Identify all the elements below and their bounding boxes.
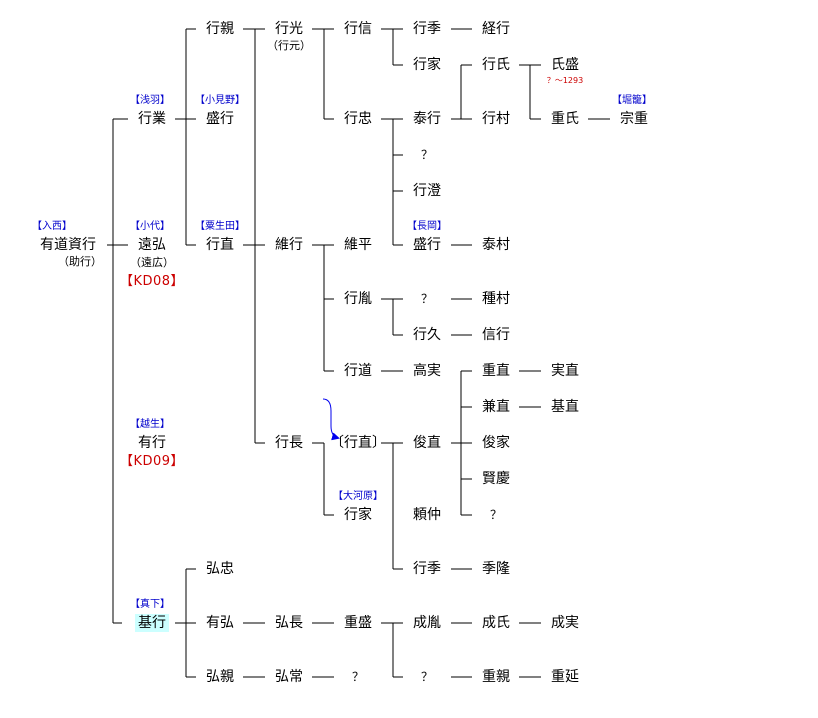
person-hirochika: 弘親 [206,669,234,685]
person-ariyuki: 有行 [138,435,166,451]
person-yukiie-2: 行家 [413,57,441,73]
person-motoyuki-highlighted: 基行 [135,614,169,632]
person-yukisue: 行季 [413,21,441,37]
person-narizane: 成実 [551,615,579,631]
clan-tag-horigome: 【堀籠】 [612,95,652,106]
person-naritoki: 成胤 [413,615,441,631]
person-yukinao: 行直 [206,237,234,253]
clan-tag-nagaoka: 【長岡】 [407,221,447,232]
person-moriyuki-2: 盛行 [413,237,441,253]
person-shigeuji: 重氏 [551,111,579,127]
person-unknown-toshinao-child: ？ [489,508,503,522]
person-tohiro: 遠弘 [138,237,166,253]
person-nobuyuki: 信行 [482,327,510,343]
person-toshiie: 俊家 [482,435,510,451]
person-takazane: 高実 [413,363,441,379]
clan-tag-ogawara: 【大河原】 [333,491,383,502]
person-kanenao: 兼直 [482,399,510,415]
person-tsuneyuki: 経行 [482,21,510,37]
person-sukeyuki-alt-name: （助行） [58,255,102,268]
person-yukinobu: 行信 [344,21,372,37]
person-shigemori: 重盛 [344,615,372,631]
person-kenkei: 賢慶 [482,471,510,487]
person-yukihisa: 行久 [413,327,441,343]
person-yukimitsu: 行光 [275,21,303,37]
clan-tag-iruma-nishi: 【入西】 [32,221,72,232]
person-tanemura: 種村 [482,291,510,307]
person-yukisue-2: 行季 [413,561,441,577]
person-ujimori: 氏盛 [551,57,579,73]
person-koreyuki: 維行 [275,237,303,253]
person-hirotada: 弘忠 [206,561,234,577]
person-yukinaga: 行長 [275,435,303,451]
person-hironaga: 弘長 [275,615,303,631]
person-yukinari: 行業 [138,111,166,127]
person-yukiie: 行家 [344,507,372,523]
person-sanenao: 実直 [551,363,579,379]
person-arihiro: 有弘 [206,615,234,631]
person-unknown-yukitada-child: ？ [420,148,434,162]
person-shigenao: 重直 [482,363,510,379]
person-unknown-yukitoki-child: ？ [420,292,434,306]
person-yukizumi: 行澄 [413,183,441,199]
person-suetaka: 季隆 [482,561,510,577]
person-shigenobu: 重延 [551,669,579,685]
person-yukimitsu-alt-name: （行元） [267,39,311,52]
person-moriyuki: 盛行 [206,111,234,127]
person-shigechika: 重親 [482,669,510,685]
person-korehira: 維平 [344,237,372,253]
person-yukiuji: 行氏 [482,57,510,73]
person-toshinao: 俊直 [413,435,441,451]
person-yukitada: 行忠 [344,111,372,127]
person-unknown-shigemori-child: ？ [420,670,434,684]
clan-tag-omino: 【小見野】 [195,95,245,106]
person-yasumura: 泰村 [482,237,510,253]
person-yasuyuki: 泰行 [413,111,441,127]
person-yorinaka: 頼仲 [413,507,441,523]
person-yukichika: 行親 [206,21,234,37]
adoption-arrow [322,398,340,441]
person-unknown-hirotsune-child: ？ [351,670,365,684]
person-tohiro-alt-name: （遠広） [130,256,174,269]
clan-tag-aoda: 【粟生田】 [195,221,245,232]
person-muneshige: 宗重 [620,111,648,127]
kd-reference-08: 【KD08】 [119,274,185,289]
clan-tag-mashimo: 【真下】 [130,599,170,610]
person-yukimichi: 行道 [344,363,372,379]
clan-tag-ogose: 【越生】 [130,419,170,430]
person-motonao: 基直 [551,399,579,415]
person-hirotsune: 弘常 [275,669,303,685]
clan-tag-asaba: 【浅羽】 [130,95,170,106]
person-sukeyuki: 有道資行 [40,237,96,253]
person-yukinao-adopted: 〔行直〕 [330,435,386,451]
kd-reference-09: 【KD09】 [119,454,185,469]
clan-tag-shodai: 【小代】 [130,221,170,232]
person-ujimori-dates: ？～1293 [546,76,584,85]
person-yukimura: 行村 [482,111,510,127]
person-nariuji: 成氏 [482,615,510,631]
person-yukitoki: 行胤 [344,291,372,307]
